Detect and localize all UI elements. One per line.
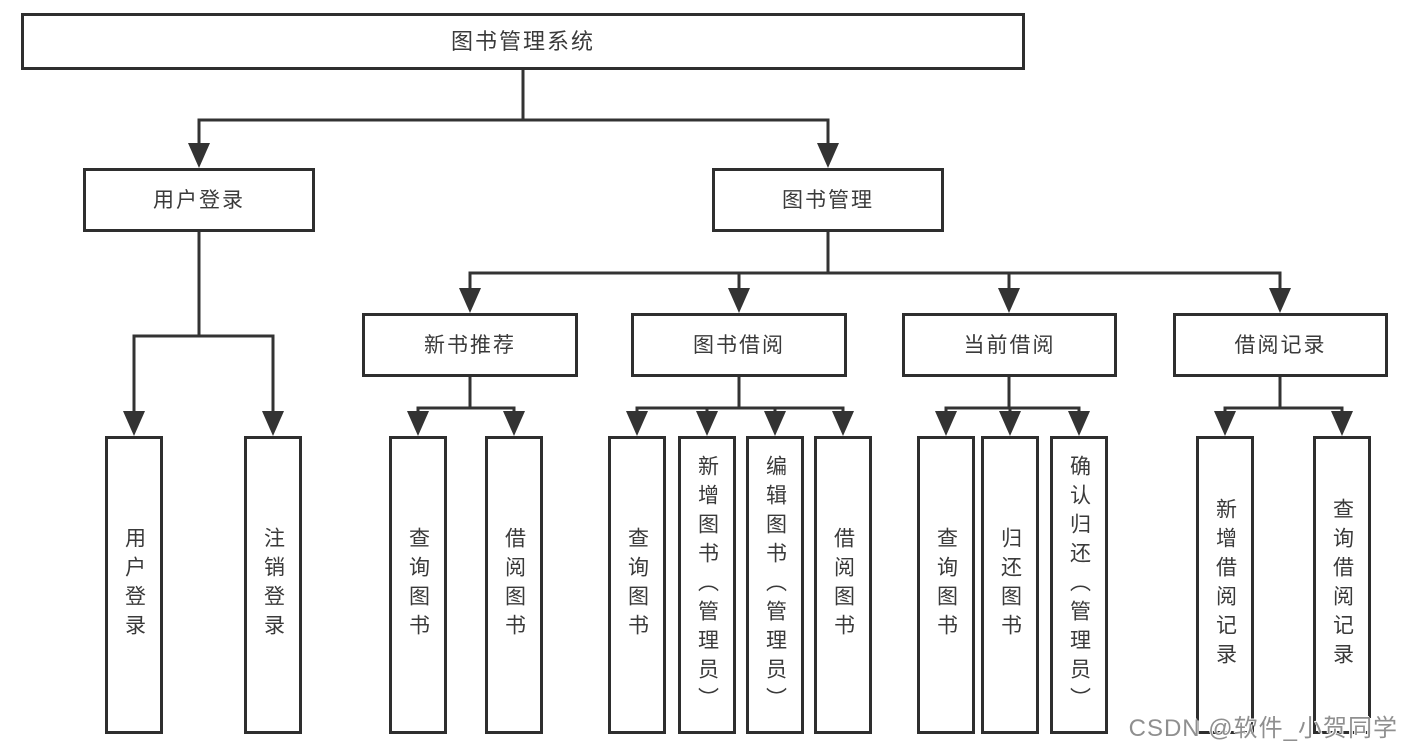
leaf-query-books-recommend: 查询图书	[389, 436, 447, 734]
down-arrow-icon	[626, 411, 648, 436]
leaf-borrow-books-recommend: 借阅图书	[485, 436, 543, 734]
down-arrow-icon	[696, 411, 718, 436]
leaf-query-books-borrowing: 查询图书	[608, 436, 666, 734]
down-arrow-icon	[728, 288, 750, 313]
down-arrow-icon	[999, 411, 1021, 436]
leaf-add-books-admin: 新增图书（管理员）	[678, 436, 736, 734]
leaf-label: 查询借阅记录	[1330, 498, 1354, 672]
leaf-label: 编辑图书（管理员）	[763, 454, 787, 716]
leaf-label: 确认归还（管理员）	[1067, 454, 1091, 716]
down-arrow-icon	[503, 411, 525, 436]
down-arrow-icon	[407, 411, 429, 436]
leaf-edit-books-admin: 编辑图书（管理员）	[746, 436, 804, 734]
leaf-label: 借阅图书	[831, 527, 855, 643]
down-arrow-icon	[998, 288, 1020, 313]
down-arrow-icon	[262, 411, 284, 436]
down-arrow-icon	[764, 411, 786, 436]
node-user-login: 用户登录	[83, 168, 315, 232]
down-arrow-icon	[459, 288, 481, 313]
down-arrow-icon	[1331, 411, 1353, 436]
leaf-logout: 注销登录	[244, 436, 302, 734]
down-arrow-icon	[1214, 411, 1236, 436]
leaf-label: 借阅图书	[502, 527, 526, 643]
leaf-borrow-books: 借阅图书	[814, 436, 872, 734]
down-arrow-icon	[1269, 288, 1291, 313]
down-arrow-icon	[935, 411, 957, 436]
leaf-label: 新增图书（管理员）	[695, 454, 719, 716]
leaf-query-books-current: 查询图书	[917, 436, 975, 734]
leaf-add-borrow-record: 新增借阅记录	[1196, 436, 1254, 734]
node-borrowing-records: 借阅记录	[1173, 313, 1388, 377]
node-new-book-recommendation: 新书推荐	[362, 313, 578, 377]
node-book-borrowing: 图书借阅	[631, 313, 847, 377]
down-arrow-icon	[188, 143, 210, 168]
down-arrow-icon	[123, 411, 145, 436]
csdn-watermark: CSDN @软件_小贺同学	[1128, 715, 1398, 742]
node-book-management-system: 图书管理系统	[21, 13, 1025, 70]
leaf-user-login: 用户登录	[105, 436, 163, 734]
leaf-label: 归还图书	[998, 527, 1022, 643]
node-current-borrowing: 当前借阅	[902, 313, 1117, 377]
leaf-label: 查询图书	[406, 527, 430, 643]
node-book-management: 图书管理	[712, 168, 944, 232]
leaf-query-borrow-record: 查询借阅记录	[1313, 436, 1371, 734]
leaf-confirm-return-admin: 确认归还（管理员）	[1050, 436, 1108, 734]
leaf-label: 查询图书	[625, 527, 649, 643]
down-arrow-icon	[1068, 411, 1090, 436]
down-arrow-icon	[817, 143, 839, 168]
leaf-label: 用户登录	[122, 527, 146, 643]
leaf-label: 注销登录	[261, 527, 285, 643]
down-arrow-icon	[832, 411, 854, 436]
leaf-label: 新增借阅记录	[1213, 498, 1237, 672]
leaf-label: 查询图书	[934, 527, 958, 643]
leaf-return-books: 归还图书	[981, 436, 1039, 734]
